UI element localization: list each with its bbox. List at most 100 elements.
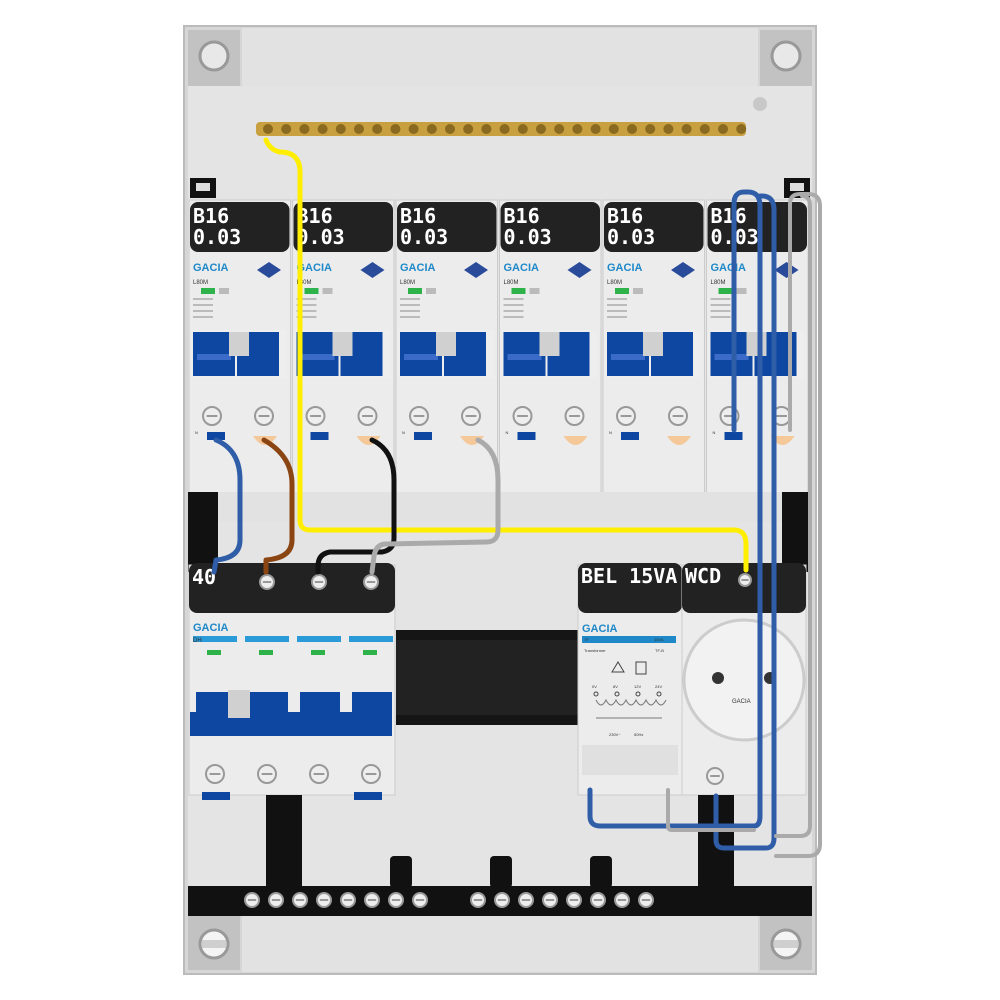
breaker-sensitivity-label: 0.03 bbox=[400, 225, 448, 249]
pole-status bbox=[259, 650, 273, 655]
terminal-clip bbox=[310, 432, 329, 440]
tap-label: 8V bbox=[613, 684, 618, 689]
cert-mark bbox=[426, 288, 436, 294]
busbar-screw bbox=[499, 124, 510, 134]
breaker-model: L80M bbox=[193, 280, 208, 286]
terminal-screw bbox=[257, 764, 277, 784]
tap-label: 24V bbox=[655, 684, 662, 689]
terminal-screw bbox=[409, 406, 429, 426]
status-indicator bbox=[718, 288, 733, 294]
wire-grey-earth-2 bbox=[774, 194, 812, 838]
spec-line bbox=[193, 316, 213, 318]
corner-screw-top-left bbox=[188, 30, 240, 86]
terminal-screw bbox=[254, 406, 274, 426]
main-switch-toggle[interactable] bbox=[352, 692, 392, 722]
toggle-handle bbox=[332, 332, 353, 356]
main-switch-brand: GACIA bbox=[193, 622, 229, 634]
terminal-screw bbox=[388, 892, 404, 908]
busbar-screw bbox=[372, 124, 383, 134]
transformer-label: BEL 15VA bbox=[581, 564, 677, 588]
neutral-mark: N bbox=[402, 430, 405, 435]
wire-yellow bbox=[263, 137, 749, 573]
spec-line bbox=[400, 310, 420, 312]
busbar-screw bbox=[463, 124, 474, 134]
terminal-screw bbox=[311, 574, 327, 590]
terminal-clip bbox=[414, 432, 432, 440]
breaker-brand: GACIA bbox=[400, 262, 436, 274]
terminal-cap bbox=[667, 436, 691, 445]
corner-screw-bottom-left bbox=[188, 916, 240, 970]
busbar-screw bbox=[645, 124, 656, 134]
terminal-screw bbox=[668, 406, 688, 426]
terminal-screw bbox=[361, 764, 381, 784]
pole-indicator bbox=[245, 636, 289, 642]
terminal-screw bbox=[316, 892, 332, 908]
tap-terminal bbox=[593, 691, 599, 697]
busbar-screw bbox=[317, 124, 328, 134]
bell-icon bbox=[611, 661, 625, 673]
pole-status bbox=[207, 650, 221, 655]
breaker-rating-label: B16 bbox=[504, 204, 540, 228]
toggle-highlight bbox=[300, 354, 335, 360]
tap-label: 12V bbox=[634, 684, 641, 689]
toggle-handle bbox=[539, 332, 560, 356]
main-switch-toggle[interactable] bbox=[300, 692, 340, 722]
transformer-band bbox=[582, 636, 676, 643]
terminal-screw bbox=[305, 406, 326, 426]
terminal-screw bbox=[564, 406, 585, 426]
toggle-handle bbox=[746, 332, 767, 356]
busbar-screw bbox=[263, 124, 273, 134]
brand-diamond-icon bbox=[360, 262, 385, 278]
terminal-clip bbox=[202, 792, 230, 800]
spec-line bbox=[503, 304, 524, 306]
terminal-clip bbox=[517, 432, 536, 440]
terminal-screw bbox=[461, 406, 481, 426]
mounting-hole bbox=[753, 97, 767, 111]
cert-mark bbox=[736, 288, 747, 294]
spec-line bbox=[710, 316, 731, 318]
wire-blue-socket bbox=[587, 189, 763, 829]
spec-line bbox=[193, 304, 213, 306]
busbar-screw bbox=[426, 124, 437, 134]
breaker-label-plate bbox=[604, 202, 704, 252]
corner-screw-bottom-right bbox=[760, 916, 812, 970]
neutral-mark: N bbox=[195, 430, 198, 435]
wire-grey-transformer bbox=[666, 788, 756, 832]
brand-diamond-icon bbox=[464, 262, 488, 278]
busbar-screw bbox=[354, 124, 364, 134]
toggle-handle bbox=[643, 332, 663, 356]
tap-terminal bbox=[635, 691, 641, 697]
breaker-model: L80M bbox=[711, 280, 726, 286]
terminal-screw bbox=[542, 892, 558, 908]
bottom-cover bbox=[242, 916, 758, 972]
neutral-mark: N bbox=[506, 430, 509, 435]
terminal-screw bbox=[616, 406, 636, 426]
terminal-screw bbox=[364, 892, 380, 908]
busbar-screw bbox=[699, 124, 710, 134]
socket-face[interactable] bbox=[682, 618, 806, 742]
main-switch-toggle[interactable] bbox=[248, 692, 288, 722]
terminal-screw bbox=[518, 892, 534, 908]
busbar-screw bbox=[536, 124, 546, 134]
breaker-model: L80M bbox=[297, 280, 312, 286]
main-switch-label-plate bbox=[189, 563, 395, 613]
tap-label: 0V bbox=[592, 684, 597, 689]
spec-line bbox=[607, 298, 627, 300]
top-cover bbox=[242, 28, 758, 86]
status-indicator bbox=[615, 288, 629, 294]
terminal-screw bbox=[470, 892, 486, 908]
corner-screw-top-right bbox=[760, 30, 812, 86]
status-indicator bbox=[511, 288, 526, 294]
pole-indicator bbox=[193, 636, 237, 642]
brand-diamond-icon bbox=[774, 262, 799, 278]
